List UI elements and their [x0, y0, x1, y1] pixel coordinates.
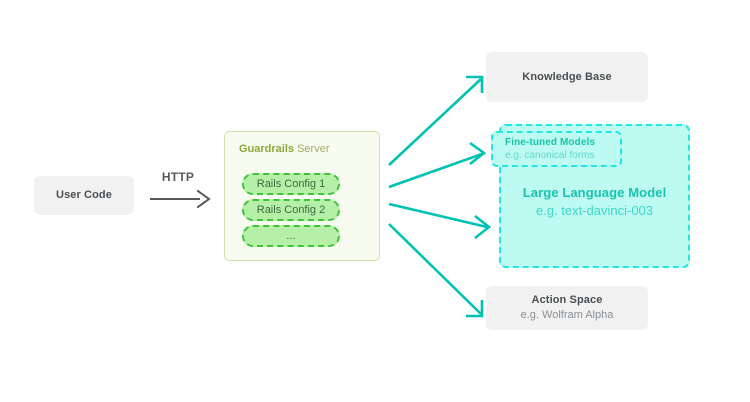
rails-config-2-label: Rails Config 2 [256, 204, 326, 216]
action-space-title: Action Space [531, 294, 603, 306]
guardrails-title-rest: Server [294, 143, 330, 155]
arrow-to-action-space [388, 223, 484, 318]
http-connector: HTTP [150, 170, 216, 216]
http-arrow-icon [150, 189, 211, 209]
http-label: HTTP [161, 170, 195, 184]
arrow-to-large-language-model [388, 202, 492, 240]
rails-config-more-label: ... [286, 230, 296, 242]
fine-tuned-title: Fine-tuned Models [505, 137, 596, 148]
rails-config-more[interactable]: ... [242, 225, 340, 247]
user-code-box: User Code [34, 176, 134, 215]
fine-tuned-subtitle: e.g. canonical forms [505, 150, 595, 161]
arrow-to-knowledge-base [388, 75, 484, 166]
llm-title: Large Language Model [522, 185, 667, 200]
action-space-subtitle: e.g. Wolfram Alpha [520, 309, 614, 321]
guardrails-title-bold: Guardrails [239, 143, 295, 155]
llm-text-block: Large Language Model e.g. text-davinci-0… [501, 184, 688, 220]
rails-config-1[interactable]: Rails Config 1 [242, 173, 340, 195]
knowledge-base-box: Knowledge Base [486, 52, 648, 102]
llm-subtitle: e.g. text-davinci-003 [535, 203, 654, 218]
fine-tuned-models-box: Fine-tuned Models e.g. canonical forms [491, 131, 622, 167]
user-code-label: User Code [56, 189, 112, 201]
guardrails-server-box: Guardrails Server Rails Config 1 Rails C… [224, 131, 380, 261]
arrow-to-fine-tuned-models [388, 141, 487, 189]
rails-config-1-label: Rails Config 1 [256, 178, 326, 190]
action-space-box: Action Space e.g. Wolfram Alpha [486, 286, 648, 330]
knowledge-base-title: Knowledge Base [522, 70, 612, 83]
guardrails-server-title: Guardrails Server [239, 142, 330, 156]
rails-config-2[interactable]: Rails Config 2 [242, 199, 340, 221]
